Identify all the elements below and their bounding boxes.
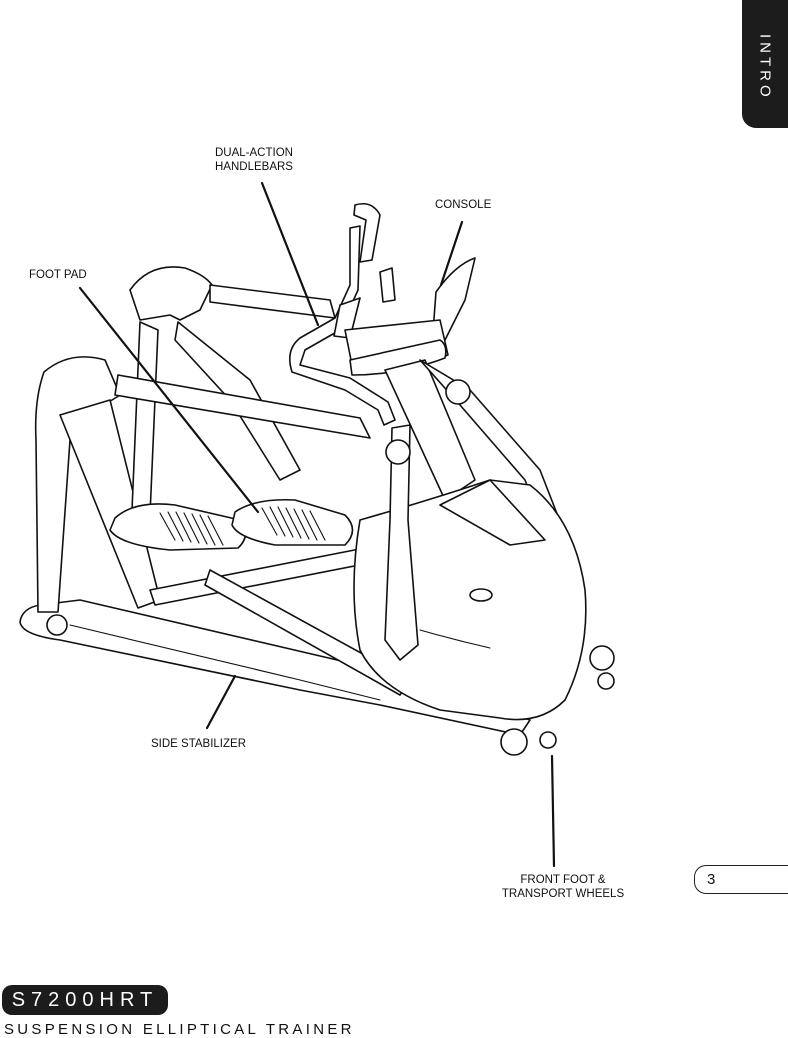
leader-foot-pad	[78, 286, 260, 514]
model-badge: S7200HRT	[2, 985, 168, 1015]
section-tab[interactable]: INTRO	[742, 0, 788, 128]
front-wheel-right	[589, 645, 615, 671]
page-number: 3	[707, 871, 716, 888]
callout-front-foot: FRONT FOOT & TRANSPORT WHEELS	[501, 874, 625, 900]
section-tab-label: INTRO	[756, 34, 774, 101]
dual-action-handlebars	[353, 202, 381, 263]
top-cross-rail	[209, 284, 336, 319]
leader-console	[439, 220, 464, 287]
page-number-box: 3	[694, 865, 788, 894]
main-column	[384, 359, 476, 501]
leader-handlebars	[260, 181, 320, 327]
callout-console: CONSOLE	[435, 199, 492, 211]
front-wheel-left	[500, 728, 528, 756]
callout-handlebars: DUAL-ACTION HANDLEBARS	[215, 147, 293, 173]
rear-right-upright	[129, 266, 213, 321]
left-foot-pad	[109, 503, 247, 551]
right-foot-pad	[231, 498, 354, 546]
leader-side-stabilizer	[205, 674, 237, 730]
callout-foot-pad: FOOT PAD	[29, 269, 87, 281]
product-name: SUSPENSION ELLIPTICAL TRAINER	[4, 1021, 355, 1038]
callout-side-stabilizer: SIDE STABILIZER	[151, 738, 247, 750]
leader-front-foot	[550, 754, 556, 868]
side-stabilizer-base	[19, 599, 531, 736]
